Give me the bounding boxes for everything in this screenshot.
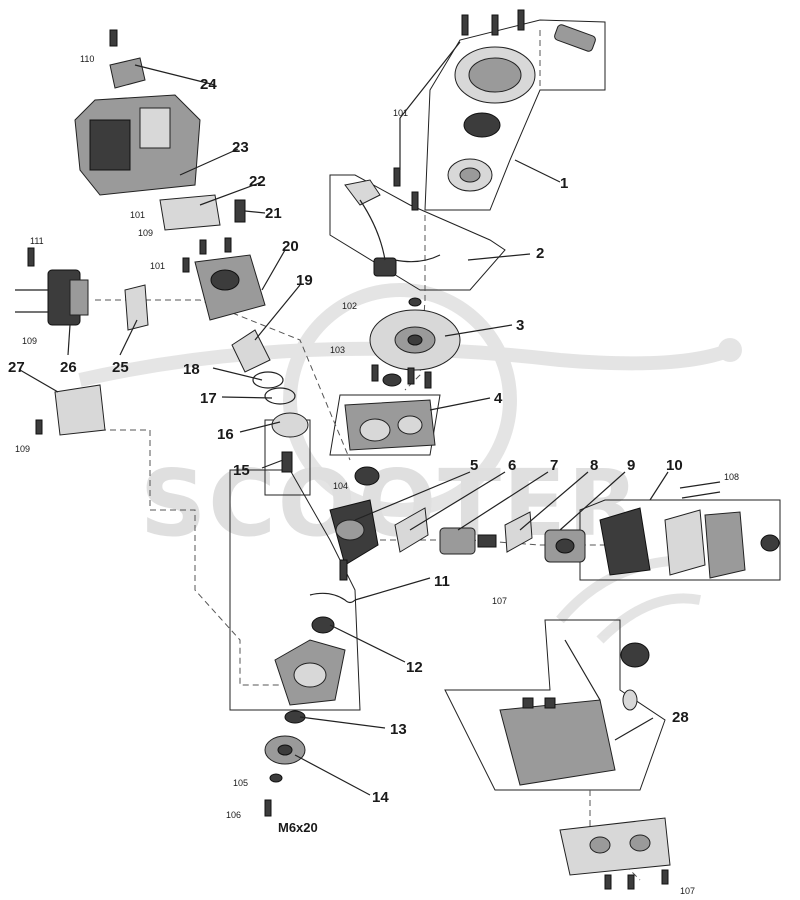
bearing: [354, 466, 380, 486]
heat-shield-plate: [159, 194, 221, 231]
muffler: [15, 269, 89, 326]
crankcase-lower: [274, 639, 346, 706]
callout-19: 19: [296, 272, 313, 289]
recoil-starter-assembly: [393, 9, 596, 211]
gasket-8: [504, 511, 533, 553]
bearing-12: [311, 616, 335, 634]
carburetor: [544, 529, 586, 563]
callout-4: 4: [494, 390, 503, 407]
screw-110: [109, 29, 118, 47]
callout-20: 20: [282, 238, 299, 255]
callout-101-b: 101: [130, 210, 145, 220]
watermark: SCOOTER: [78, 283, 742, 644]
callout-6: 6: [508, 457, 516, 474]
fuel-tank-bracket: [559, 817, 671, 890]
cylinder-cover: [74, 94, 201, 196]
callout-27: 27: [8, 359, 25, 376]
bolt-spec-note: M6x20: [278, 820, 318, 835]
air-filter-assembly: [599, 481, 780, 579]
callout-17: 17: [200, 390, 217, 407]
retaining-clip: [309, 592, 356, 604]
cylinder: [182, 237, 266, 321]
washer-13: [284, 710, 306, 724]
screw-109: [35, 419, 43, 435]
muffler-gasket: [124, 284, 149, 331]
clutch-shoe: [264, 735, 306, 765]
washer-105: [269, 773, 283, 783]
callout-23: 23: [232, 139, 249, 156]
callout-25: 25: [112, 359, 129, 376]
callout-7: 7: [550, 457, 558, 474]
crankshaft: [329, 499, 379, 581]
fuel-tank-assembly: [499, 639, 650, 786]
cylinder-gasket-19: [231, 329, 271, 373]
callout-108: 108: [724, 472, 739, 482]
callout-110: 110: [80, 54, 94, 64]
callout-101-a: 101: [393, 108, 408, 118]
callout-109-b: 109: [22, 336, 37, 346]
callout-13: 13: [390, 721, 407, 738]
screw-111: [27, 247, 35, 267]
leader-lines: [19, 41, 669, 796]
gasket-6: [394, 507, 429, 553]
callout-3: 3: [516, 317, 524, 334]
piston-group: [231, 329, 311, 496]
callout-2: 2: [536, 245, 544, 262]
callout-109-a: 109: [138, 228, 153, 238]
flywheel: [369, 297, 461, 371]
cover-bracket: [109, 57, 146, 89]
screw-106: [264, 799, 272, 817]
callout-9: 9: [627, 457, 635, 474]
callout-105: 105: [233, 778, 248, 788]
piston-ring-18: [252, 371, 284, 389]
callout-103: 103: [330, 345, 345, 355]
piston-ring-17: [264, 387, 296, 405]
muffler-cover: [54, 384, 106, 436]
crankcase-upper: [344, 364, 436, 451]
callout-104: 104: [333, 481, 348, 491]
callout-107-b: 107: [680, 886, 695, 896]
intake-manifold: [439, 527, 497, 555]
callout-8: 8: [590, 457, 598, 474]
ignition-coil: [344, 179, 441, 277]
callout-1: 1: [560, 175, 568, 192]
spark-plug: [234, 199, 246, 223]
callout-111: 111: [30, 236, 44, 246]
callout-26: 26: [60, 359, 77, 376]
callout-28: 28: [672, 709, 689, 726]
callout-15: 15: [233, 462, 250, 479]
callout-22: 22: [249, 173, 266, 190]
callout-12: 12: [406, 659, 423, 676]
callout-5: 5: [470, 457, 478, 474]
callout-106: 106: [226, 810, 241, 820]
callout-109-c: 109: [15, 444, 30, 454]
callout-18: 18: [183, 361, 200, 378]
callout-21: 21: [265, 205, 282, 222]
callout-14: 14: [372, 789, 389, 806]
callout-16: 16: [217, 426, 234, 443]
callout-24: 24: [200, 76, 217, 93]
callout-102: 102: [342, 301, 357, 311]
callout-101-c: 101: [150, 261, 165, 271]
callout-10: 10: [666, 457, 683, 474]
callout-107-a: 107: [492, 596, 507, 606]
callout-11: 11: [434, 573, 450, 590]
